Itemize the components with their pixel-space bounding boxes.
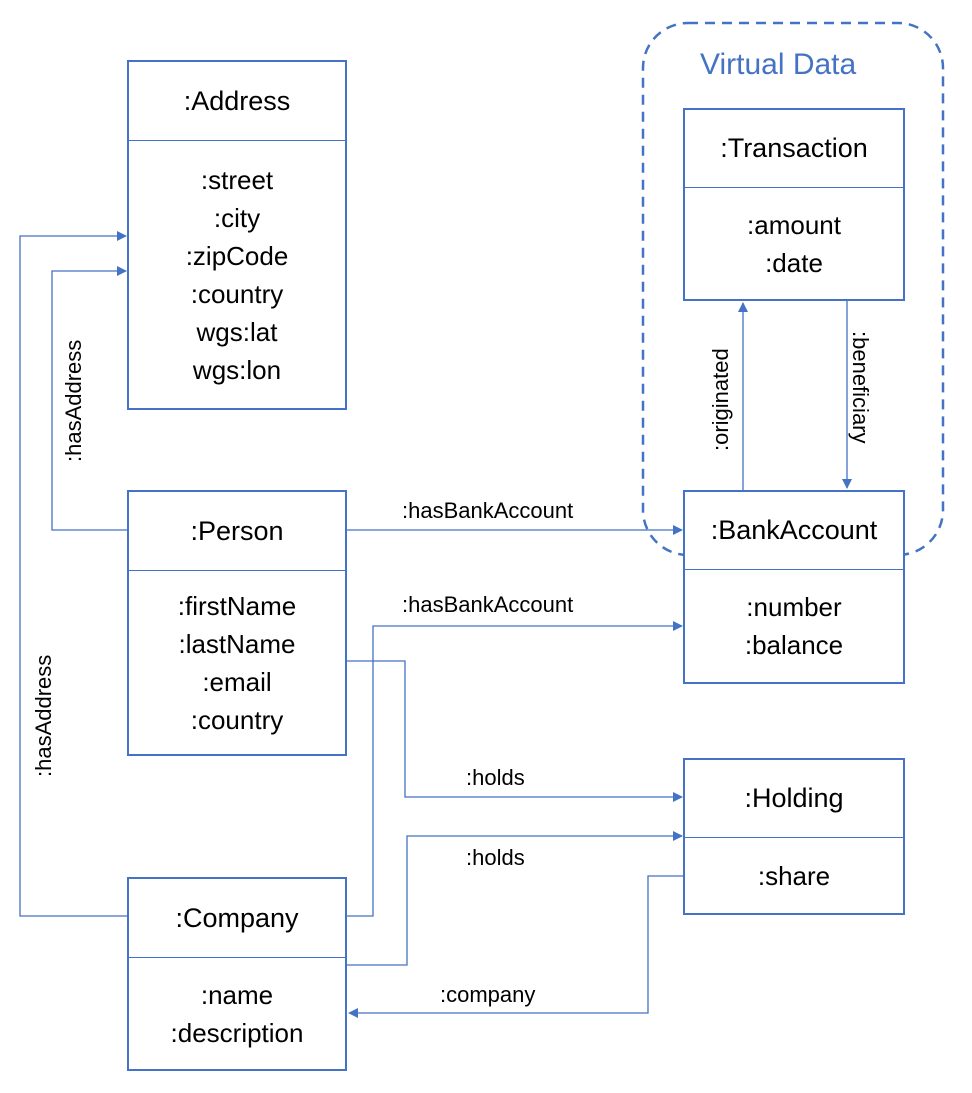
- attribute: :firstName: [177, 590, 297, 621]
- label-originated: :originated: [708, 348, 733, 451]
- class-person-name: :Person: [129, 492, 345, 571]
- label-beneficiary: :beneficiary: [848, 331, 873, 444]
- class-company: :Company :name :description: [127, 877, 347, 1071]
- attribute: :street: [200, 164, 274, 195]
- class-address-attributes: :street :city :zipCode :country wgs:lat …: [129, 141, 345, 408]
- label-company-holds: :holds: [466, 845, 525, 870]
- class-transaction-attributes: :amount :date: [685, 188, 903, 299]
- edge-person-has-address: [51, 266, 128, 531]
- label-company-has-bank-account: :hasBankAccount: [402, 592, 574, 617]
- class-person-attributes: :firstName :lastName :email :country: [129, 571, 345, 754]
- attribute: :amount: [747, 209, 841, 240]
- class-holding: :Holding :share: [683, 758, 905, 915]
- attribute: :country: [190, 704, 284, 735]
- attribute: wgs:lat: [196, 316, 278, 347]
- virtual-data-title: Virtual Data: [700, 48, 857, 81]
- label-company-has-address: :hasAddress: [31, 654, 56, 777]
- class-transaction-name: :Transaction: [685, 110, 903, 188]
- attribute: :balance: [744, 630, 844, 660]
- label-person-has-address: :hasAddress: [61, 339, 86, 462]
- attribute: :zipCode: [185, 240, 289, 271]
- class-transaction: :Transaction :amount :date: [683, 108, 905, 301]
- attribute: :country: [190, 278, 284, 309]
- attribute: :description: [170, 1017, 304, 1048]
- label-holding-company: :company: [440, 982, 536, 1007]
- class-company-name: :Company: [129, 879, 345, 958]
- edge-company-holds: [347, 831, 683, 966]
- class-holding-name: :Holding: [685, 760, 903, 838]
- edge-holding-company: [348, 875, 684, 1018]
- label-person-has-bank-account: :hasBankAccount: [402, 498, 574, 523]
- attribute: :lastName: [178, 628, 296, 659]
- attribute: :city: [213, 202, 261, 233]
- attribute: :share: [757, 860, 831, 891]
- class-person: :Person :firstName :lastName :email :cou…: [127, 490, 347, 756]
- edge-company-has-address: [19, 231, 128, 917]
- edge-company-has-bank-account: [347, 621, 683, 917]
- class-company-attributes: :name :description: [129, 958, 345, 1069]
- class-address: :Address :street :city :zipCode :country…: [127, 60, 347, 410]
- class-address-name: :Address: [129, 62, 345, 141]
- class-bank-account-attributes: :number :balance: [685, 570, 903, 682]
- attribute: :number: [746, 592, 842, 622]
- class-bank-account: :BankAccount :number :balance: [683, 490, 905, 684]
- attribute: :name: [200, 979, 274, 1010]
- virtual-data-region: [641, 21, 945, 557]
- label-person-holds: :holds: [466, 765, 525, 790]
- class-holding-attributes: :share: [685, 838, 903, 913]
- attribute: :email: [202, 666, 272, 697]
- attribute: wgs:lon: [192, 354, 282, 385]
- attribute: :date: [765, 247, 823, 278]
- class-bank-account-name: :BankAccount: [685, 492, 903, 570]
- edge-person-holds: [347, 660, 683, 802]
